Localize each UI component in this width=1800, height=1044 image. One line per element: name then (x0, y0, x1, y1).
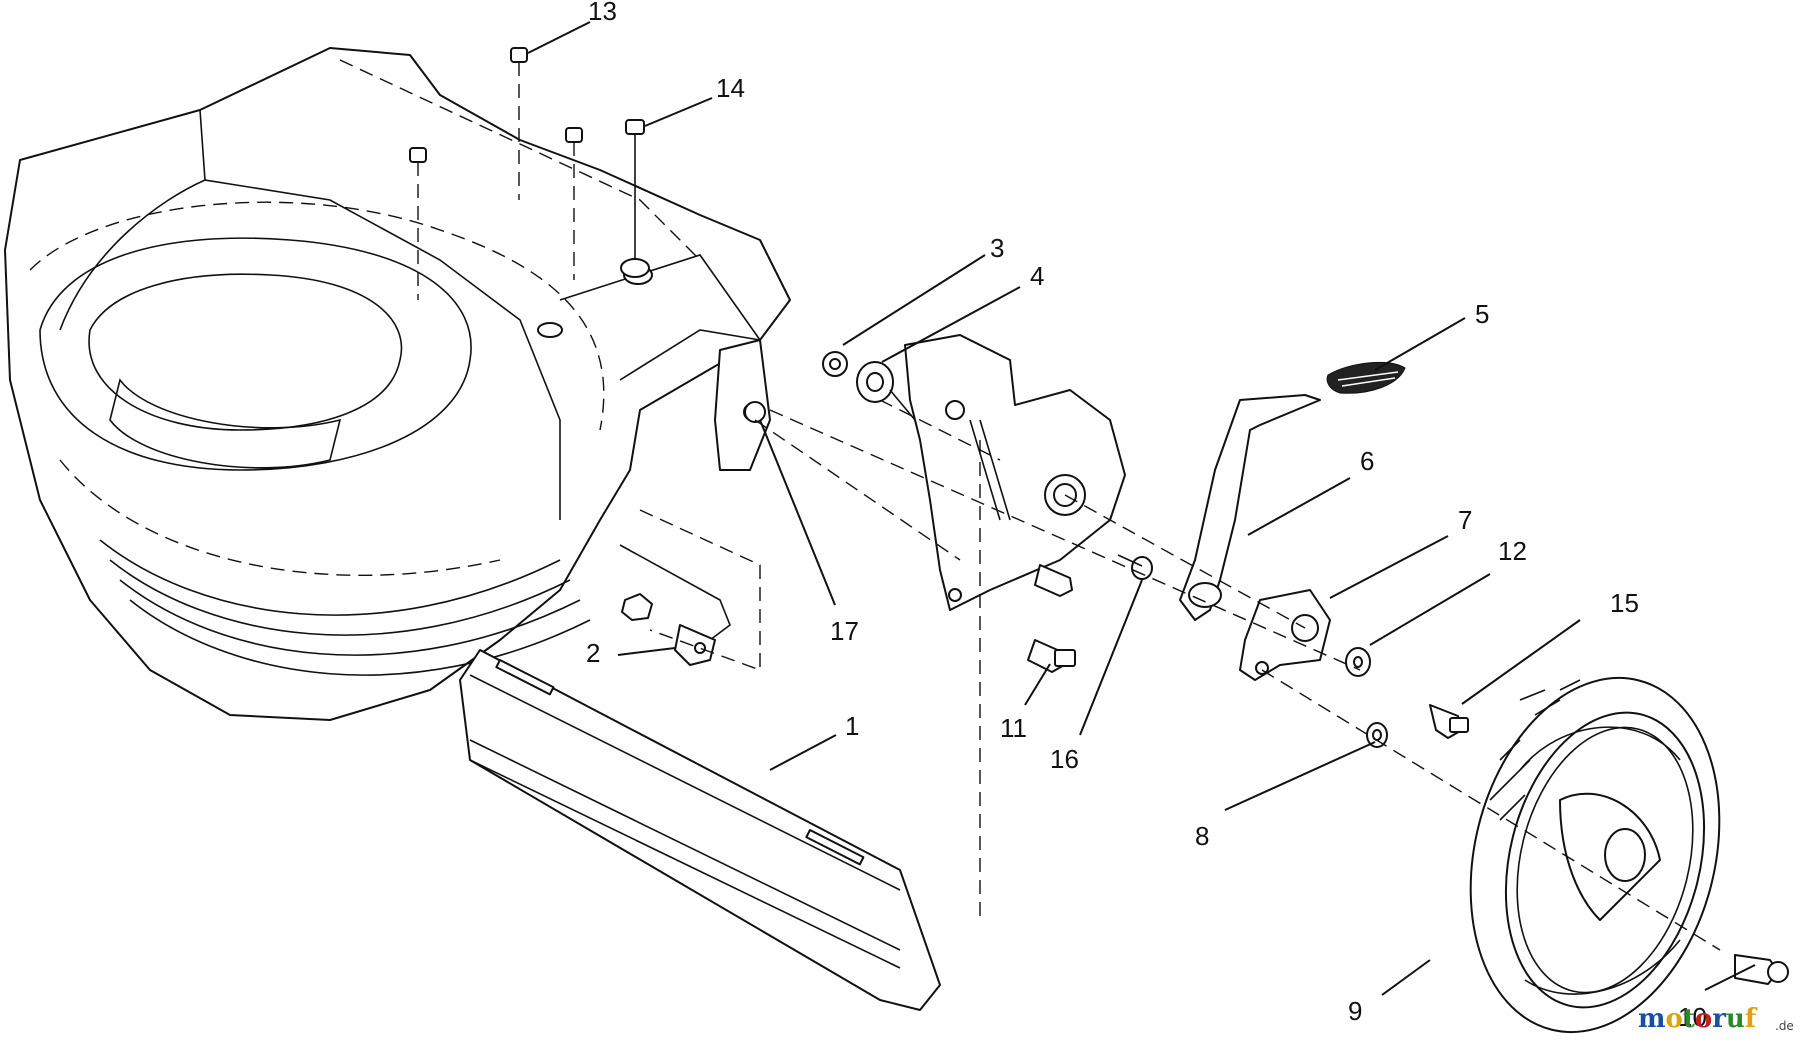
height-adjuster-plate (859, 334, 1126, 611)
callout-2: 2 (586, 638, 600, 668)
callout-8: 8 (1195, 821, 1209, 851)
bolt-14 (620, 119, 650, 278)
callout-3: 3 (990, 233, 1004, 263)
bolt-15 (1429, 704, 1469, 739)
callout-1: 1 (845, 711, 859, 741)
bolt-16 (1034, 554, 1153, 597)
callout-17: 17 (830, 616, 859, 646)
watermark-letter: m (1638, 1004, 1666, 1034)
callout-14: 14 (716, 73, 745, 103)
bolt-extra-b (409, 147, 427, 300)
assembly-axes (769, 409, 1721, 951)
callout-7: 7 (1458, 505, 1472, 535)
callout-4: 4 (1030, 261, 1044, 291)
watermark-letter: o (1695, 1004, 1712, 1034)
callout-5: 5 (1475, 299, 1489, 329)
callout-11: 11 (1000, 713, 1027, 743)
callout-6: 6 (1360, 446, 1374, 476)
callout-12: 12 (1498, 536, 1527, 566)
svg-text:motoruf: motoruf (1638, 1004, 1758, 1034)
callout-15: 15 (1610, 588, 1639, 618)
watermark-suffix: .de (1775, 1019, 1794, 1033)
adjust-lever (1179, 394, 1321, 621)
rear-flap (459, 649, 941, 1011)
leader-lines (527, 21, 1756, 996)
axle-bracket (1239, 589, 1331, 681)
bolt-extra-a (565, 127, 583, 280)
watermark-letter: o (1666, 1004, 1683, 1034)
watermark-letter: r (1712, 1004, 1726, 1034)
hinge-rod (619, 509, 761, 671)
bolt-11 (1027, 639, 1076, 673)
callout-16: 16 (1050, 744, 1079, 774)
watermark-letter: f (1745, 1004, 1758, 1034)
watermark-letter: u (1726, 1004, 1745, 1034)
callout-10: 10 (1678, 1002, 1707, 1032)
wheel (1469, 676, 1721, 1034)
mower-deck-housing (4, 47, 791, 721)
callout-labels: 1 2 3 4 5 6 7 8 9 10 11 12 13 14 15 16 1… (586, 0, 1707, 1032)
bolt-17 (744, 401, 961, 561)
nut-4 (856, 361, 916, 421)
washer-12 (1345, 647, 1371, 677)
spacer-3 (822, 351, 848, 377)
callout-13: 13 (588, 0, 617, 26)
watermark-letter: t (1683, 1004, 1695, 1034)
bolt-13 (510, 47, 528, 200)
wheel-bolt-10 (1734, 954, 1789, 985)
watermark: motoruf .de (1638, 1004, 1794, 1034)
lever-grip-5 (1326, 361, 1406, 394)
callout-9: 9 (1348, 996, 1362, 1026)
